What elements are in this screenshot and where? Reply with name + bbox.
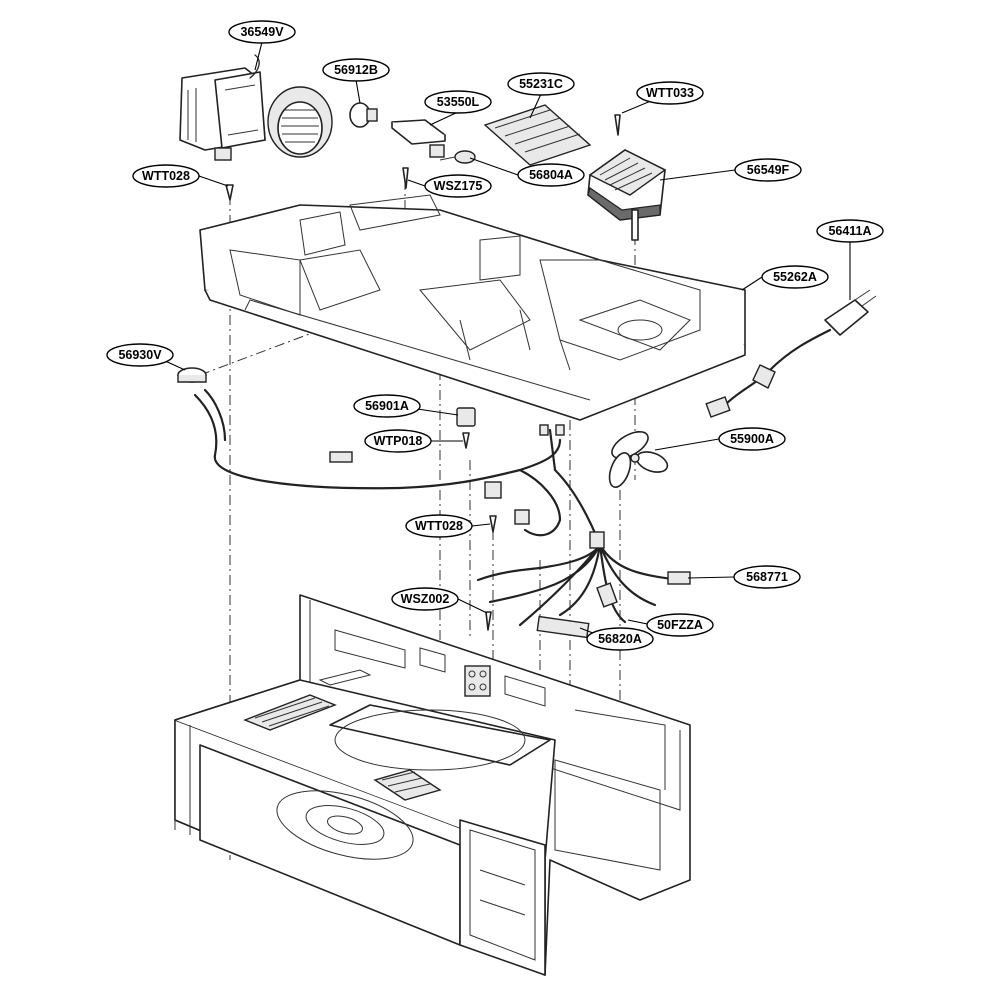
switch — [456, 407, 476, 427]
callout-WTT028-mid: WTT028 — [405, 514, 473, 538]
callout-55231C: 55231C — [507, 72, 575, 96]
callout-53550L: 53550L — [424, 90, 492, 114]
socket-connector — [439, 150, 476, 164]
part-number-label: 568771 — [746, 570, 788, 584]
lamp-socket — [391, 119, 446, 158]
callout-56912B: 56912B — [322, 58, 390, 82]
callout-568771: 568771 — [733, 565, 801, 589]
callout-56804A: 56804A — [517, 163, 585, 187]
callout-55262A: 55262A — [761, 265, 829, 289]
part-number-label: WTP018 — [374, 434, 423, 448]
part-number-label: 36549V — [240, 25, 284, 39]
part-number-label: 55231C — [519, 77, 563, 91]
callout-WSZ175: WSZ175 — [424, 174, 492, 198]
callout-WTT028-top: WTT028 — [132, 164, 200, 188]
charcoal-filter — [483, 104, 592, 166]
callout-56549F: 56549F — [734, 158, 802, 182]
part-number-label: 56912B — [334, 63, 378, 77]
power-cord — [705, 289, 877, 418]
callout-50FZZA: 50FZZA — [646, 613, 714, 637]
part-number-label: 53550L — [437, 95, 480, 109]
wire-harness — [193, 388, 691, 639]
lamp-bulb — [349, 102, 378, 128]
part-number-label: 50FZZA — [657, 618, 703, 632]
part-number-label: 55262A — [773, 270, 817, 284]
screw-wtt028-mid — [489, 515, 497, 533]
base-plate — [199, 194, 746, 421]
part-number-label: WTT028 — [142, 169, 190, 183]
fan-motor — [587, 149, 667, 241]
oven-cavity — [174, 594, 691, 976]
part-number-label: 56820A — [598, 632, 642, 646]
part-number-label: 56930V — [118, 348, 162, 362]
callout-WTT033: WTT033 — [636, 81, 704, 105]
callout-56820A: 56820A — [586, 627, 654, 651]
thermostat — [177, 367, 207, 383]
callout-56411A: 56411A — [816, 219, 884, 243]
part-number-label: 56804A — [529, 168, 573, 182]
callout-55900A: 55900A — [718, 427, 786, 451]
part-number-label: WTT028 — [415, 519, 463, 533]
part-number-label: WSZ175 — [434, 179, 483, 193]
callout-WTP018: WTP018 — [364, 429, 432, 453]
part-number-label: 56411A — [828, 224, 871, 238]
screw-wsz175 — [402, 167, 409, 189]
callout-36549V: 36549V — [228, 20, 296, 44]
part-number-label: WSZ002 — [401, 592, 450, 606]
part-number-label: 55900A — [730, 432, 774, 446]
screw-wtt033 — [614, 114, 621, 136]
callout-WSZ002: WSZ002 — [391, 587, 459, 611]
screw-wtt028-top — [225, 184, 234, 201]
callout-56901A: 56901A — [353, 394, 421, 418]
callout-56930V: 56930V — [106, 343, 174, 367]
screw-wtp018 — [462, 432, 470, 449]
blower-motor-assembly — [179, 54, 333, 161]
part-number-label: 56901A — [365, 399, 409, 413]
part-number-label: 56549F — [747, 163, 790, 177]
part-number-label: WTT033 — [646, 86, 694, 100]
fan-blade — [608, 430, 669, 488]
